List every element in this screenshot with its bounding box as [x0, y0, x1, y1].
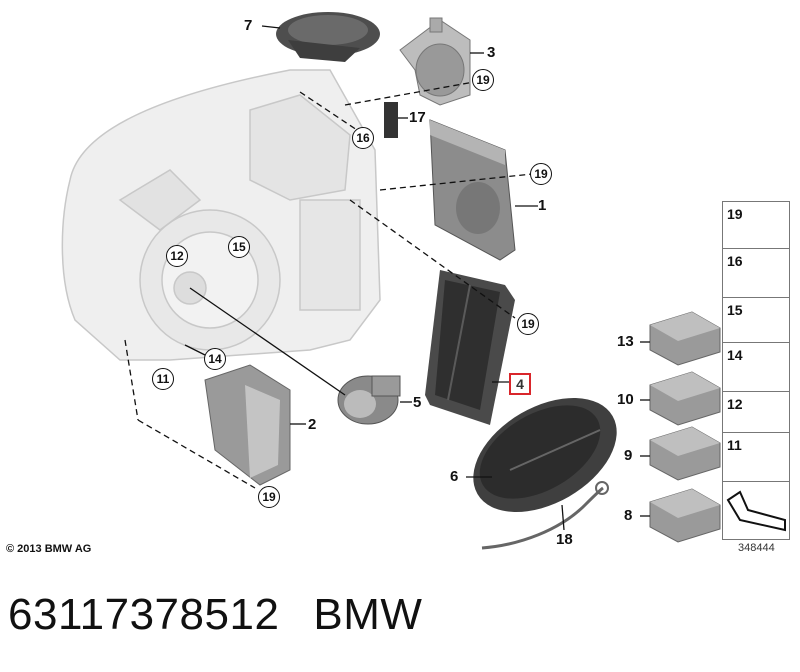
callout-18: 18 — [556, 531, 573, 548]
callout-3: 3 — [487, 44, 496, 61]
part-6-rear-cover — [473, 398, 617, 512]
legend-cell: 15 — [722, 297, 790, 343]
part-17-sensor — [384, 102, 398, 138]
diagram-drawing — [61, 12, 787, 550]
callout-14: 14 — [204, 348, 226, 370]
small-parts-legend: 19 16 15 14 12 11 — [722, 201, 790, 540]
diagram-id: 348444 — [738, 542, 775, 554]
callout-11: 11 — [152, 368, 174, 390]
callout-8: 8 — [624, 507, 633, 524]
callout-19-right: 19 — [530, 163, 552, 185]
part-2-air-duct — [204, 364, 291, 486]
legend-cell: 16 — [722, 248, 790, 298]
callout-19-bottom: 19 — [258, 486, 280, 508]
callout-1: 1 — [538, 197, 547, 214]
part-1-control-unit — [429, 119, 516, 261]
part-number: 63117378512 — [8, 590, 280, 639]
callout-6: 6 — [450, 468, 459, 485]
part-3-bracket — [399, 17, 471, 106]
callout-12: 12 — [166, 245, 188, 267]
part-18-cable — [481, 486, 604, 550]
callout-19-module: 19 — [517, 313, 539, 335]
legend-cell: 14 — [722, 342, 790, 392]
callout-17: 17 — [409, 109, 426, 126]
copyright-notice: © 2013 BMW AG — [6, 543, 92, 555]
callout-7: 7 — [244, 17, 253, 34]
part-caption: 63117378512 BMW — [8, 590, 456, 640]
callout-5: 5 — [413, 394, 422, 411]
headlight-housing-outline — [61, 69, 381, 361]
callout-16: 16 — [352, 127, 374, 149]
legend-cell-symbol — [722, 481, 790, 540]
part-7-cover-cap — [276, 12, 380, 62]
callout-19-top: 19 — [472, 69, 494, 91]
callout-10: 10 — [617, 391, 634, 408]
callout-9: 9 — [624, 447, 633, 464]
exploded-parts-diagram: 7 3 19 17 16 19 1 12 15 19 14 11 4 5 2 6… — [6, 12, 790, 555]
brand-name: BMW — [313, 590, 423, 639]
callout-15: 15 — [228, 236, 250, 258]
part-4-module — [425, 270, 515, 425]
legend-cell: 11 — [722, 432, 790, 482]
callout-13: 13 — [617, 333, 634, 350]
leader-lines — [124, 25, 650, 531]
legend-cell: 19 — [722, 201, 790, 249]
callout-4-highlighted[interactable]: 4 — [509, 373, 531, 395]
legend-cell: 12 — [722, 391, 790, 433]
part-5-fan — [337, 375, 401, 425]
callout-2: 2 — [308, 416, 317, 433]
